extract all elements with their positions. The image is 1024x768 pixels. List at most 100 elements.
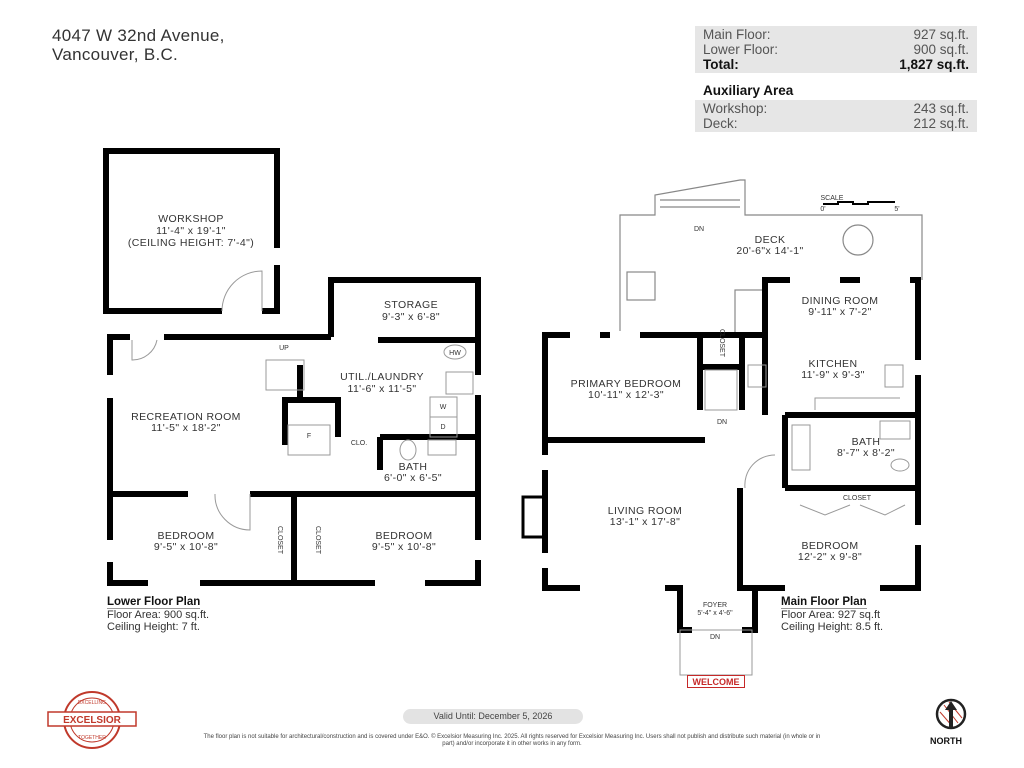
area-label: Lower Floor: [703, 42, 779, 57]
stairs-up [265, 359, 305, 391]
closet-label: CLOSET [276, 526, 283, 555]
logo-bottom: TOGETHER [78, 735, 106, 741]
closet-label: CLOSET [314, 526, 321, 555]
foyer-dims: 5'-4" x 4'-6" [697, 610, 733, 617]
laundry-name: UTIL./LAUNDRY [340, 371, 424, 383]
bath-name: BATH [852, 436, 881, 448]
lower-floor-walls [103, 148, 481, 586]
area-row-total: Total: 1,827 sq.ft. [703, 57, 969, 72]
fireplace [521, 495, 547, 539]
area-value: 212 sq.ft. [913, 116, 969, 131]
deck-outline [619, 179, 923, 336]
scale-bar [823, 201, 895, 205]
area-row-lower: Lower Floor: 900 sq.ft. [703, 42, 969, 57]
disclaimer: The floor plan is not suitable for archi… [203, 734, 821, 747]
stairs-down [704, 369, 738, 411]
bedroom-1-name: BEDROOM [157, 530, 214, 542]
workshop-walls [103, 148, 280, 314]
main-floor-plan-info: Main Floor Plan Floor Area: 927 sq.ft Ce… [781, 596, 883, 633]
bedroom-dims: 12'-2" x 9'-8" [798, 551, 862, 563]
closet-doors [799, 504, 906, 516]
door-swing [221, 270, 263, 312]
area-value: 1,827 sq.ft. [899, 57, 969, 72]
area-label: Deck: [703, 116, 738, 131]
logo-top: EXCELLING [78, 700, 106, 706]
kitchen-name: KITCHEN [809, 358, 858, 370]
foyer-name: FOYER [703, 602, 727, 609]
clo-label: CLO. [351, 440, 367, 447]
workshop-dims: 11'-4" x 19'-1" [156, 225, 226, 237]
living-room-name: LIVING ROOM [608, 505, 682, 517]
bedroom-name: BEDROOM [801, 540, 858, 552]
bedroom-1-dims: 9'-5" x 10'-8" [154, 541, 218, 553]
scale-min: 0' [820, 206, 825, 213]
closet-label: CLOSET [843, 495, 872, 502]
door-swing [214, 493, 251, 531]
hot-water-tank [443, 344, 467, 360]
recreation-name: RECREATION ROOM [131, 411, 241, 423]
floor-areas: Main Floor:927 sq.ft. Lower Floor: 900 sq… [695, 26, 977, 73]
main-plan-area: Floor Area: 927 sq.ft [781, 609, 881, 621]
bath-sink [879, 420, 911, 440]
lower-plan-ceiling: Ceiling Height: 7 ft. [107, 621, 200, 633]
area-label: Total: [703, 57, 739, 72]
area-summary: Main Floor:927 sq.ft. Lower Floor: 900 sq… [695, 26, 977, 132]
dn-label: DN [710, 634, 720, 641]
main-fixtures [679, 364, 911, 676]
area-value: 927 sq.ft. [913, 27, 969, 42]
toilet [890, 458, 910, 472]
furnace [287, 424, 331, 456]
lower-room-labels: WORKSHOP 11'-4" x 19'-1" (CEILING HEIGHT… [128, 213, 461, 555]
north-label: NORTH [930, 736, 962, 746]
excelsior-logo: EXCELSIOR EXCELLING TOGETHER [47, 691, 137, 749]
valid-until-badge: Valid Until: December 5, 2026 [403, 709, 583, 724]
bath-dims: 8'-7" x 8'-2" [837, 447, 895, 459]
kitchen-sink [884, 364, 904, 388]
door-swing [131, 339, 158, 361]
bath-name: BATH [399, 461, 428, 473]
workshop-name: WORKSHOP [158, 213, 224, 225]
scale-max: 5' [894, 206, 899, 213]
hw-label: HW [449, 350, 461, 357]
area-value: 900 sq.ft. [913, 42, 969, 57]
living-room-dims: 13'-1" x 17'-8" [610, 516, 681, 528]
bbq [626, 271, 656, 301]
table [842, 224, 874, 256]
toilet [399, 439, 417, 461]
dining-name: DINING ROOM [802, 295, 879, 307]
up-label: UP [279, 345, 289, 352]
bath-dims: 6'-0" x 6'-5" [384, 472, 442, 484]
laundry-dims: 11'-6" x 11'-5" [347, 383, 416, 395]
bedroom-2-dims: 9'-5" x 10'-8" [372, 541, 436, 553]
closet-label: CLOSET [718, 329, 725, 358]
dn-label: DN [717, 419, 727, 426]
recreation-dims: 11'-5" x 18'-2" [151, 422, 221, 434]
bath-sink [427, 439, 457, 456]
dryer [429, 416, 458, 438]
area-row-main: Main Floor:927 sq.ft. [703, 27, 969, 42]
property-address: 4047 W 32nd Avenue, Vancouver, B.C. [52, 26, 225, 64]
primary-bedroom-name: PRIMARY BEDROOM [571, 378, 682, 390]
lower-plan-title: Lower Floor Plan [107, 596, 201, 609]
logo-text: EXCELSIOR [63, 715, 122, 726]
bedroom-2-name: BEDROOM [375, 530, 432, 542]
kitchen-dims: 11'-9" x 9'-3" [801, 369, 865, 381]
storage-dims: 9'-3" x 6'-8" [382, 311, 440, 323]
welcome-mat: WELCOME [687, 675, 745, 688]
primary-bedroom-dims: 10'-11" x 12'-3" [588, 389, 664, 401]
washer-label: W [440, 404, 447, 411]
area-row-deck: Deck: 212 sq.ft. [703, 116, 969, 131]
dryer-label: D [440, 424, 445, 431]
main-plan-title: Main Floor Plan [781, 596, 867, 609]
lower-floor-plan-info: Lower Floor Plan Floor Area: 900 sq.ft. … [107, 596, 209, 633]
dining-dims: 9'-11" x 7'-2" [808, 306, 872, 318]
main-plan-ceiling: Ceiling Height: 8.5 ft. [781, 621, 884, 633]
door-swing [744, 454, 776, 489]
scale-title: SCALE [821, 195, 844, 202]
deck-name: DECK [755, 234, 786, 246]
furnace-label: F [307, 433, 311, 440]
north-arrow-icon [935, 698, 967, 730]
lower-fixtures [131, 270, 474, 531]
deck-dims: 20'-6"x 14'-1" [736, 245, 803, 257]
